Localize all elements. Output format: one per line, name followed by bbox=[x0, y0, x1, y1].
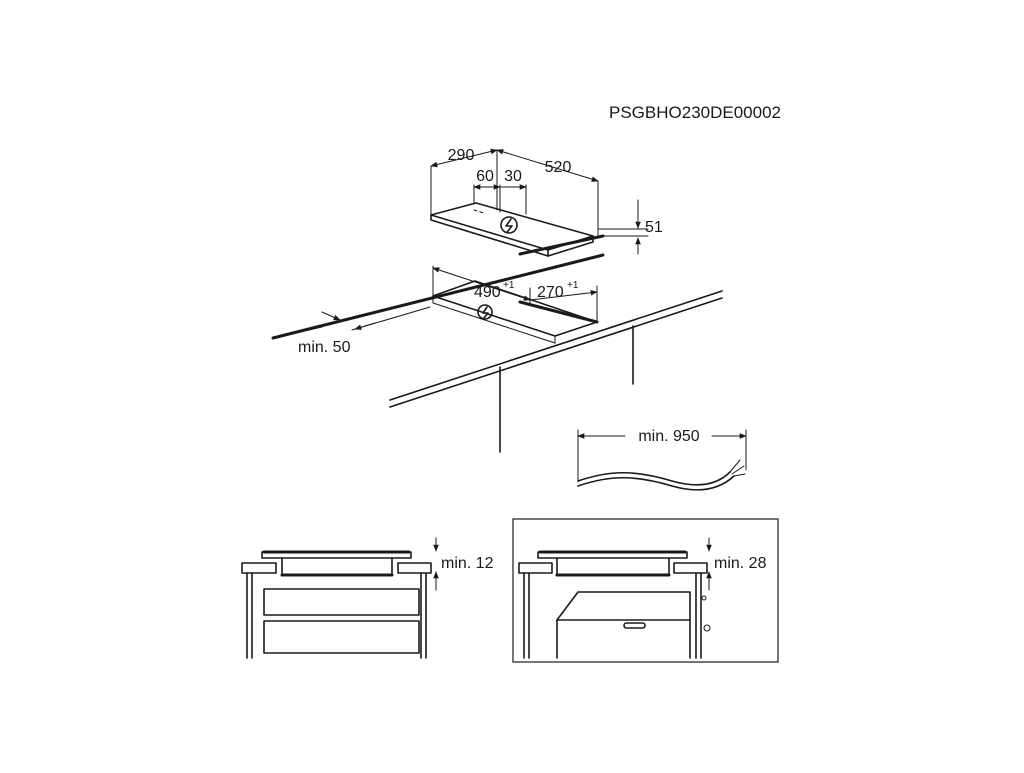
detail-drawer-cabinet bbox=[241, 537, 439, 659]
connection-right-label: 30 bbox=[504, 168, 522, 185]
hob-height-label: 51 bbox=[645, 219, 663, 236]
drawing-code: PSGBHO230DE00002 bbox=[609, 103, 781, 122]
hob-unit bbox=[430, 202, 605, 257]
cutout-dimension-lines bbox=[321, 265, 598, 331]
power-cable bbox=[577, 429, 747, 491]
hob-dimension-lines bbox=[430, 148, 649, 255]
worktop bbox=[271, 253, 723, 453]
cable-min-length-label: min. 950 bbox=[638, 428, 699, 445]
right-clearance-label: min. 28 bbox=[714, 555, 767, 572]
power-connection-icon bbox=[500, 216, 518, 234]
cutout-power-icon bbox=[477, 304, 493, 320]
cutout-depth-tolerance: +1 bbox=[567, 280, 579, 291]
hob-width-label: 290 bbox=[448, 147, 475, 164]
min-edge-distance-label: min. 50 bbox=[298, 339, 351, 356]
hob-depth-label: 520 bbox=[545, 159, 572, 176]
detail-oven-cabinet bbox=[512, 518, 779, 663]
cutout-width-label: 490 bbox=[474, 284, 501, 301]
connection-left-label: 60 bbox=[476, 168, 494, 185]
cutout-width-tolerance: +1 bbox=[503, 280, 515, 291]
cutout-depth-label: 270 bbox=[537, 284, 564, 301]
left-clearance-label: min. 12 bbox=[441, 555, 494, 572]
